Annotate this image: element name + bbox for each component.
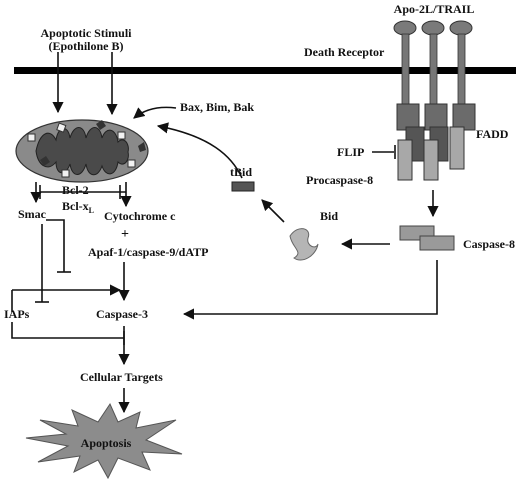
label-tbid: tBid bbox=[230, 165, 252, 179]
label-bclxl: Bcl-xL bbox=[62, 199, 94, 215]
mitochondrion bbox=[15, 119, 149, 183]
label-plus: + bbox=[121, 227, 129, 242]
label-bid: Bid bbox=[320, 209, 338, 223]
label-iaps: IAPs bbox=[4, 307, 30, 321]
label-bcl2: Bcl-2 bbox=[62, 183, 89, 197]
label-procaspase8: Procaspase-8 bbox=[306, 173, 373, 187]
apoptosis-star bbox=[25, 402, 183, 480]
tbid-shape bbox=[231, 181, 255, 192]
bid-shape bbox=[289, 228, 319, 261]
label-cellular-targets: Cellular Targets bbox=[80, 370, 163, 384]
pathway-connectors bbox=[11, 52, 439, 414]
label-caspase8: Caspase-8 bbox=[463, 237, 515, 251]
label-caspase3: Caspase-3 bbox=[96, 307, 148, 321]
label-smac: Smac bbox=[18, 207, 47, 221]
cell-membrane bbox=[14, 67, 516, 74]
label-stimuli-line1: Apoptotic Stimuli bbox=[40, 26, 132, 40]
label-stimuli-line2: (Epothilone B) bbox=[48, 39, 123, 53]
caspase8-shape bbox=[399, 225, 455, 251]
label-cytochrome-c: Cytochrome c bbox=[104, 209, 176, 223]
label-apaf: Apaf-1/caspase-9/dATP bbox=[88, 245, 208, 259]
label-ligand: Apo-2L/TRAIL bbox=[394, 2, 475, 16]
death-receptor-trimer bbox=[393, 20, 473, 105]
label-flip: FLIP bbox=[337, 145, 364, 159]
label-fadd: FADD bbox=[476, 127, 509, 141]
fadd-complex bbox=[396, 103, 476, 181]
label-bax-bim-bak: Bax, Bim, Bak bbox=[180, 100, 254, 114]
label-apoptosis: Apoptosis bbox=[81, 436, 132, 450]
label-death-receptor: Death Receptor bbox=[304, 45, 385, 59]
